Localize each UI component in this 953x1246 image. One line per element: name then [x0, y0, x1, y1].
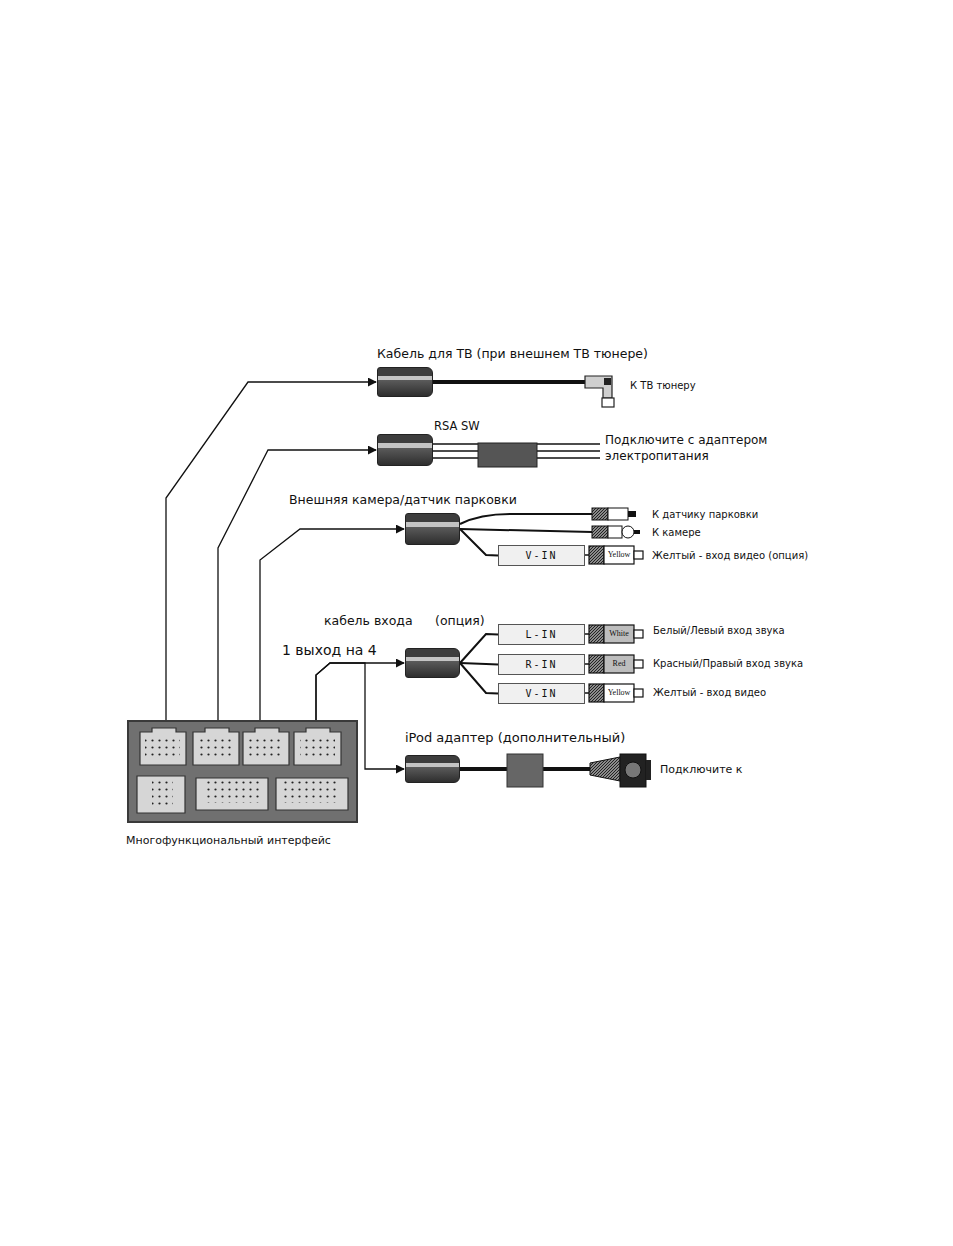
- signal-box: R-IN: [498, 654, 585, 675]
- camera-rca-plugs: [592, 508, 640, 538]
- plug-color: Yellow: [604, 546, 634, 564]
- cable-heading: Внешняя камера/датчик парковки: [289, 492, 517, 507]
- connector-note: Белый/Левый вход звука: [653, 624, 785, 637]
- cable-wire: [460, 634, 498, 663]
- plug-color: Yellow: [604, 684, 634, 702]
- signal-name: V-IN: [525, 550, 557, 561]
- connector-note: К камере: [652, 526, 701, 539]
- signal-box: L-IN: [498, 624, 585, 645]
- connector-note: К датчику парковки: [652, 508, 758, 521]
- connector-note: Желтый - вход видео (опция): [652, 549, 808, 562]
- connector-note: Подключите с адаптером электропитания: [605, 433, 775, 464]
- plug-color: White: [604, 625, 634, 643]
- cable-heading: Кабель для ТВ (при внешнем ТВ тюнере): [377, 346, 648, 361]
- interface-block: Многофункциональный интерфейс: [127, 720, 358, 823]
- rca-plugs: [589, 546, 643, 702]
- camera-plug: Внешняя камера/датчик парковки: [405, 513, 460, 545]
- camera-wires: [460, 514, 592, 532]
- ipod-cable: [460, 767, 592, 771]
- cable-heading: RSA SW: [434, 419, 480, 433]
- cable-heading: (опция): [435, 613, 485, 628]
- connector-note: Подключите к: [660, 763, 743, 777]
- ipod-dock-connector: [590, 754, 651, 787]
- connector-note: Красный/Правый вход звука: [653, 657, 803, 670]
- input-plug: кабель входа(опция): [405, 648, 460, 678]
- cable-wire: [460, 529, 498, 556]
- splitter-note: 1 выход на 4: [282, 641, 377, 659]
- cable-wire: [460, 663, 498, 694]
- signal-name: R-IN: [525, 659, 557, 670]
- plug-color: Red: [604, 655, 634, 673]
- connector-note: Желтый - вход видео: [653, 686, 766, 699]
- cable-heading: iPod адаптер (дополнительный): [405, 730, 625, 745]
- signal-name: V-IN: [525, 688, 557, 699]
- connection-arrow: [166, 382, 376, 720]
- tv-cable: [433, 380, 588, 384]
- connection-arrow: [218, 450, 376, 720]
- signal-box: V-IN: [498, 683, 585, 704]
- tv-connector: [585, 376, 614, 407]
- cable-heading: Многофункциональный интерфейс: [126, 834, 331, 847]
- ipod-module: [507, 754, 543, 787]
- connection-arrow: [316, 663, 404, 720]
- connector-note: К ТВ тюнеру: [630, 379, 696, 392]
- rca-wires: [585, 555, 590, 693]
- rsa-cable: [433, 444, 600, 458]
- rsa-module: [478, 443, 537, 467]
- rsa-plug: RSA SW: [377, 434, 433, 466]
- signal-box: V-IN: [498, 545, 585, 566]
- cable-wire: [460, 663, 498, 665]
- signal-name: L-IN: [525, 629, 557, 640]
- ipod-plug: iPod адаптер (дополнительный): [405, 755, 460, 783]
- tv-plug: Кабель для ТВ (при внешнем ТВ тюнере): [377, 367, 433, 397]
- cable-heading: кабель входа: [324, 613, 413, 628]
